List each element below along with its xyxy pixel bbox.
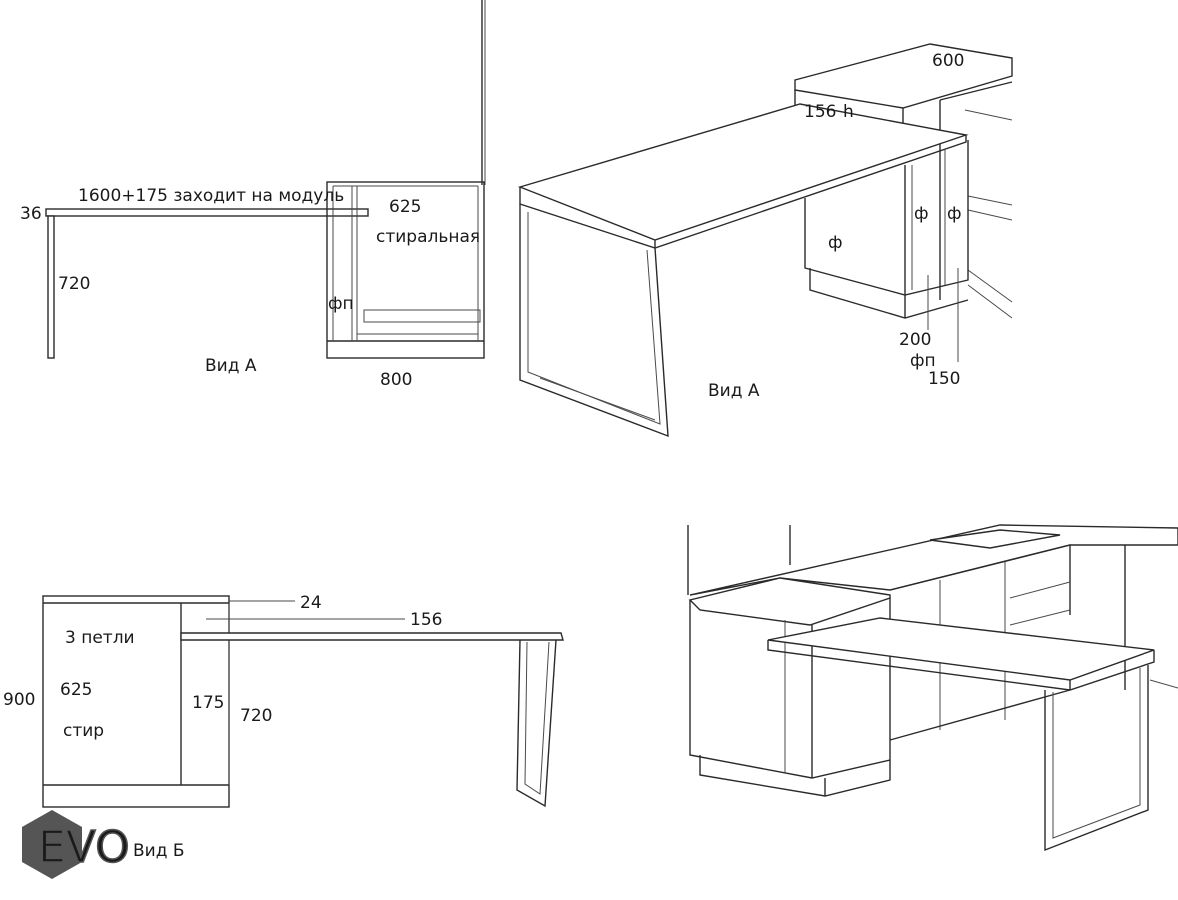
plinth-line-right [967, 269, 1013, 303]
riser-suffix-label: h [843, 102, 854, 122]
false-panel-label: фп [328, 294, 354, 314]
plinth [809, 268, 969, 319]
appliance-label: стиральная [376, 227, 480, 247]
view-a-label: Вид А [205, 356, 257, 376]
washer-slot [363, 309, 481, 323]
riser-top [794, 43, 1013, 109]
drawer-line-1 [964, 109, 1013, 121]
drawer-1 [1009, 581, 1071, 599]
dim-175-label: 175 [192, 693, 224, 713]
countertop-note-label: 1600+175 заходит на модуль [78, 186, 344, 206]
plinth-line-right-2 [967, 284, 1013, 319]
panel-view-a-perspective: 600 156 h ф ф ф 200 фп 150 Вид А [517, 43, 1013, 438]
cabinet-outline [326, 181, 485, 359]
panel-view-b-elevation: 24 156 3 петли 900 625 стир 175 720 Вид … [3, 593, 564, 861]
table-leg [47, 215, 55, 359]
cabinet-depth-label: 625 [389, 197, 421, 217]
sled-leg-inner [524, 641, 550, 795]
drawer-2 [1009, 609, 1071, 626]
view-a-label-2: Вид А [708, 381, 760, 401]
logo-text: EVO [38, 822, 130, 873]
desk-top [767, 617, 1155, 681]
right-floor-line [1149, 679, 1178, 689]
false-panel-label-2: фп [910, 351, 936, 371]
logo-hexagon [22, 810, 82, 879]
panel-view-a-elevation: 1600+175 заходит на модуль 36 720 625 ст… [20, 0, 486, 390]
wall-cabinet-top [939, 81, 1013, 101]
dim-150-label: 150 [928, 369, 960, 389]
facade-label-2: ф [914, 204, 929, 224]
dim-24-label: 24 [300, 593, 322, 613]
sled-leg-outer [516, 639, 557, 808]
hinges-label: 3 петли [65, 628, 135, 648]
cooktop [929, 529, 1061, 549]
thickness-label: 36 [20, 204, 42, 224]
view-b-label: Вид Б [133, 841, 185, 861]
appliance-short-label: стир [63, 721, 104, 741]
sled-leg-inner [1052, 668, 1141, 839]
right-plinth [889, 689, 1071, 741]
facade-label-3: ф [947, 204, 962, 224]
sled-leg-outer [1044, 665, 1149, 852]
sled-leg-outer [519, 204, 669, 438]
facade-label-1: ф [828, 233, 843, 253]
leg-height-label: 720 [58, 274, 90, 294]
desk-top [180, 632, 564, 641]
sled-leg-foot [539, 377, 656, 421]
riser-label: 156 [804, 102, 836, 122]
countertop [45, 208, 369, 217]
right-cabinet-top [889, 544, 1071, 615]
width-label: 800 [380, 370, 412, 390]
dim-720-label: 720 [240, 706, 272, 726]
evo-logo: EVO [22, 810, 131, 879]
drawer-line-2 [967, 195, 1013, 206]
dim-200-label: 200 [899, 330, 931, 350]
top-depth-label: 600 [932, 51, 964, 71]
back-counter-top [689, 524, 1178, 596]
desk-top [517, 103, 969, 241]
dim-156-label: 156 [410, 610, 442, 630]
depth-label: 625 [60, 680, 92, 700]
panel-perspective-kitchen [687, 524, 1178, 852]
drawer-line-3 [967, 209, 1013, 221]
height-label: 900 [3, 690, 35, 710]
